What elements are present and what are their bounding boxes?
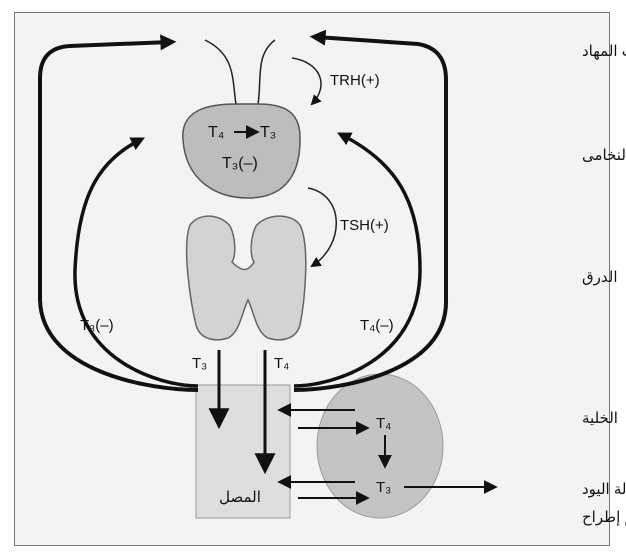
cell-t4-label: T₄ — [376, 415, 391, 432]
t4-secretion-label: T₄ — [274, 355, 289, 372]
pituitary-label: النخامى — [582, 147, 626, 164]
tsh-arrow — [307, 187, 337, 268]
cell-label: الخلية — [582, 410, 618, 427]
cell-circle — [316, 373, 444, 519]
hypothalamus-stalk-right — [257, 39, 276, 105]
t3-secretion-label: T₃ — [192, 355, 207, 372]
left-feedback-label: T₃(–) — [80, 317, 114, 334]
serum-label: المصل — [219, 489, 261, 506]
trh-arrow — [291, 57, 322, 106]
pituitary-feedback-label: T₃(–) — [222, 155, 258, 172]
outer-loop-left-arrow — [38, 34, 199, 392]
removal-label-line2: ومن ثم إطراح — [582, 509, 626, 526]
hypothalamus-stalk-left — [204, 39, 237, 105]
right-feedback-label: T₄(–) — [360, 317, 394, 334]
removal-label-line1: إزالة اليود — [582, 481, 626, 498]
cell-t3-label: T₃ — [376, 479, 391, 496]
trh-label: TRH(+) — [330, 72, 380, 89]
pituitary-t3-label: T₃ — [260, 124, 276, 141]
thyroid-gland — [185, 215, 307, 341]
thyroid-label: الدرق — [582, 269, 618, 286]
inner-loop-right-arrow — [293, 132, 422, 388]
inner-loop-left-arrow — [73, 137, 199, 388]
serum-box — [195, 384, 291, 519]
pituitary-t4-label: T₄ — [208, 124, 224, 141]
outer-loop-right-arrow — [293, 29, 449, 392]
hypothalamus-label: تحت المهاد — [582, 43, 626, 60]
tsh-label: TSH(+) — [340, 217, 389, 234]
pituitary-gland — [182, 103, 301, 199]
